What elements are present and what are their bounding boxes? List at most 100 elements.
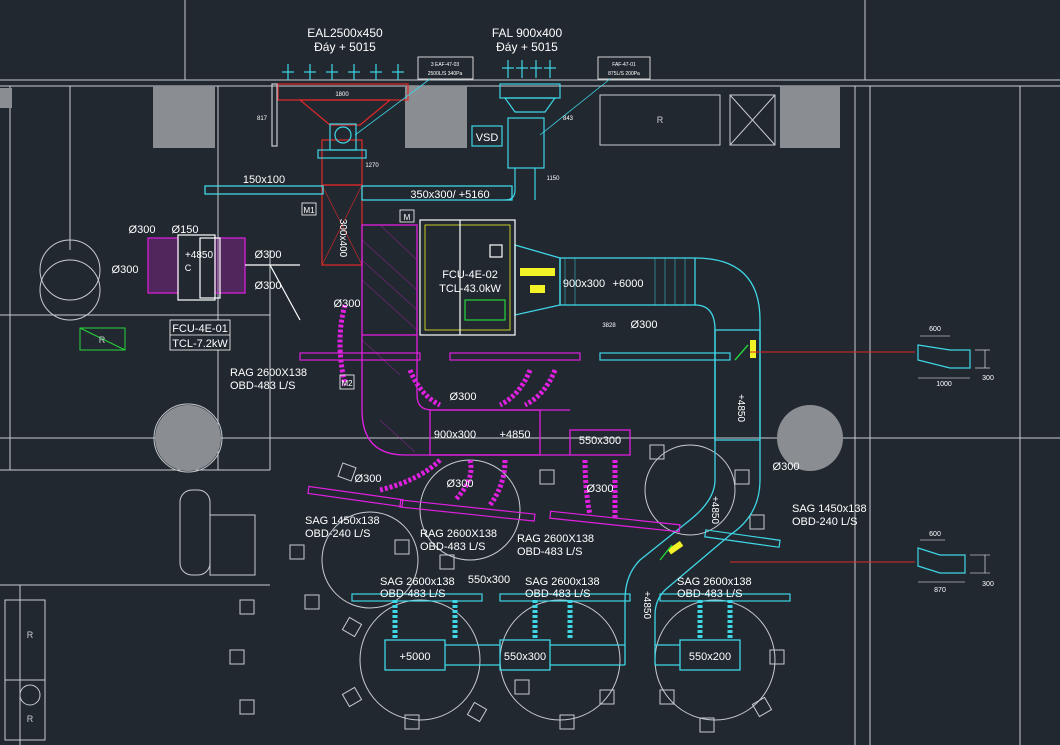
fcu-left-d1: Ø300 bbox=[129, 224, 156, 236]
fresh-air-height-dim: 843 bbox=[563, 116, 574, 122]
diam-300-d: Ø300 bbox=[447, 478, 474, 490]
duct-dim-3828: 3828 bbox=[602, 323, 616, 329]
diam-300-f: Ø300 bbox=[773, 461, 800, 473]
duct-150x100-label: 150x100 bbox=[243, 174, 285, 186]
sag-b1-line1: SAG 2600x138 bbox=[380, 576, 455, 588]
rag-mid2-line1: RAG 2600X138 bbox=[517, 533, 594, 545]
supply-trunk-hatch bbox=[564, 258, 686, 305]
return-900x300: 900x300 bbox=[434, 429, 476, 441]
room-tag-r1: R bbox=[99, 335, 106, 345]
fcu-right-unit bbox=[419, 219, 516, 336]
duct-350x300-label: 350x300/ +5160 bbox=[410, 189, 489, 201]
riser-4850-lower-label: +4850 bbox=[709, 496, 720, 525]
detail-section-bottom-dims bbox=[918, 539, 990, 583]
yellow-fittings bbox=[520, 268, 756, 555]
detail-bottom-width: 600 bbox=[929, 531, 941, 538]
detail-top-length: 1000 bbox=[936, 381, 952, 388]
exhaust-height-dim: 817 bbox=[257, 116, 268, 122]
sag-b1-line2: OBD-483 L/S bbox=[380, 588, 445, 600]
rag-left-line2: OBD-483 L/S bbox=[230, 380, 295, 392]
fcu-left-name: FCU-4E-01 bbox=[172, 323, 228, 335]
detail-bottom-height: 300 bbox=[982, 581, 994, 588]
diam-300-c: Ø300 bbox=[355, 473, 382, 485]
duct-d300-mid: Ø300 bbox=[631, 319, 658, 331]
room-tag-r4: R bbox=[27, 714, 34, 724]
detail-bottom-length: 870 bbox=[934, 587, 946, 594]
exhaust-tag-line2: 2500L/S 340Pa bbox=[428, 71, 463, 77]
exhaust-fan bbox=[317, 123, 367, 159]
damper-m-label: M bbox=[404, 213, 411, 222]
room-tag-c: C bbox=[185, 263, 192, 273]
duct-dim-1270: 1270 bbox=[365, 163, 379, 169]
fcu-left-capacity: TCL-7.2kW bbox=[172, 338, 228, 350]
bottom-box-550x300: 550x300 bbox=[504, 651, 546, 663]
fcu-left-d3: Ø300 bbox=[112, 264, 139, 276]
return-ducts bbox=[361, 224, 631, 456]
grille-bars bbox=[299, 352, 791, 602]
duct-900x300-supply: 900x300 bbox=[563, 278, 605, 290]
damper-m-box bbox=[399, 209, 415, 223]
fcu-left-d5: Ø300 bbox=[255, 280, 282, 292]
exhaust-tag-box bbox=[417, 56, 474, 80]
sag-b2-line2: OBD-483 L/S bbox=[525, 588, 590, 600]
fcu-left-unit bbox=[147, 234, 301, 321]
furniture-chairs bbox=[229, 444, 785, 733]
fresh-air-tag-leader bbox=[539, 78, 611, 136]
rag-left-line1: RAG 2600X138 bbox=[230, 367, 307, 379]
fresh-air-tag-line1: FAF-47-01 bbox=[612, 62, 636, 68]
detail-top-height: 300 bbox=[982, 375, 994, 382]
detail-section-top bbox=[917, 344, 971, 369]
fcu-left-d2: Ø150 bbox=[172, 224, 199, 236]
duct-550x300-mid: 550x300 bbox=[468, 574, 510, 586]
return-4850: +4850 bbox=[500, 429, 531, 441]
sag-b3-line2: OBD-483 L/S bbox=[677, 588, 742, 600]
duct-6000-elev: +6000 bbox=[613, 278, 644, 290]
bottom-box-5000: +5000 bbox=[400, 651, 431, 663]
rag-mid-line2: OBD-483 L/S bbox=[420, 541, 485, 553]
vsd-label: VSD bbox=[476, 132, 499, 144]
riser-4850-label: +4850 bbox=[735, 394, 746, 423]
exhaust-elevation: Đáy + 5015 bbox=[314, 40, 376, 54]
flow-arrows bbox=[659, 344, 749, 561]
fcu-left-elev: +4850 bbox=[185, 250, 214, 261]
rag-mid-line1: RAG 2600X138 bbox=[420, 528, 497, 540]
rag-mid2-line2: OBD-483 L/S bbox=[517, 546, 582, 558]
fresh-air-tag-box bbox=[597, 56, 651, 80]
exhaust-tag-leader bbox=[354, 78, 431, 136]
fresh-air-arrows bbox=[502, 60, 556, 78]
sag-right-line1: SAG 1450x138 bbox=[792, 503, 867, 515]
fresh-air-width-dim: 1150 bbox=[547, 176, 561, 182]
detail-section-bottom bbox=[917, 547, 966, 574]
flex-ducts-cyan bbox=[392, 600, 733, 640]
sag-1450-line2: OBD-240 L/S bbox=[305, 528, 370, 540]
sag-right-line2: OBD-240 L/S bbox=[792, 516, 857, 528]
exhaust-tag-line1: 3 EAF-47-03 bbox=[431, 62, 460, 68]
room-tag-r2: R bbox=[657, 115, 664, 125]
damper-m2-label: M2 bbox=[341, 379, 353, 388]
damper-m2-box bbox=[339, 374, 355, 390]
fresh-air-title: FAL 900x400 bbox=[492, 26, 563, 40]
main-supply-ducts bbox=[204, 185, 761, 671]
fresh-air-elevation: Đáy + 5015 bbox=[496, 40, 558, 54]
sag-b2-line1: SAG 2600x138 bbox=[525, 576, 600, 588]
fresh-air-tag-line2: 875L/S 200Pa bbox=[608, 71, 640, 77]
exhaust-title: EAL2500x450 bbox=[307, 26, 383, 40]
fcu-right-name: FCU-4E-02 bbox=[442, 269, 498, 281]
room-tag-r3: R bbox=[27, 630, 34, 640]
diam-300-b: Ø300 bbox=[450, 391, 477, 403]
damper-m1-box bbox=[301, 202, 317, 216]
exhaust-grille-arrows bbox=[282, 64, 404, 80]
fcu-right-capacity: TCL-43.0kW bbox=[439, 283, 501, 295]
diam-300-e: Ø300 bbox=[587, 483, 614, 495]
detail-section-top-dims bbox=[918, 335, 990, 379]
flex-ducts bbox=[337, 304, 618, 520]
fcu-left-d4: Ø300 bbox=[255, 249, 282, 261]
diam-300-a: Ø300 bbox=[334, 298, 361, 310]
detail-top-width: 600 bbox=[929, 326, 941, 333]
duct-300x400-label: 300x400 bbox=[337, 219, 348, 258]
sag-1450-line1: SAG 1450x138 bbox=[305, 515, 380, 527]
damper-m1-label: M1 bbox=[303, 206, 315, 215]
exhaust-width-dim: 1800 bbox=[335, 92, 349, 98]
return-duct-hatch bbox=[361, 224, 418, 453]
